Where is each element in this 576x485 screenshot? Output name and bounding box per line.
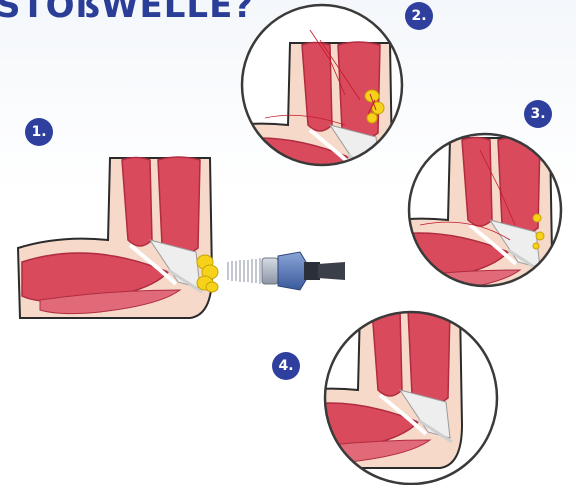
step-badge-1: 1.	[25, 118, 53, 146]
elbow-illustration	[18, 157, 218, 318]
step-2-illustration	[198, 5, 402, 203]
shockwave-applicator-icon	[228, 252, 345, 290]
step-badge-3: 3.	[524, 100, 552, 128]
step-4-illustration	[268, 307, 497, 484]
step-3-illustration	[358, 134, 561, 298]
step-badge-2: 2.	[405, 2, 433, 30]
step-badge-4: 4.	[272, 352, 300, 380]
